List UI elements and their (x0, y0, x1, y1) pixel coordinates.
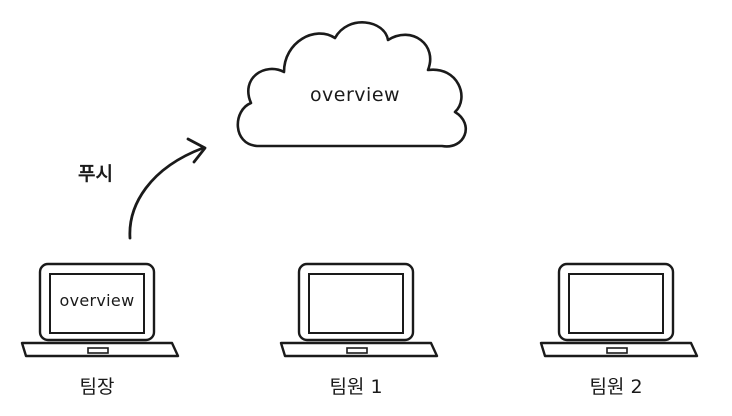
laptop-member-1 (279, 262, 439, 358)
cloud-label: overview (309, 84, 401, 106)
laptop-caption-team-lead: 팀장 (79, 376, 115, 398)
laptop-caption-member-2: 팀원 2 (589, 376, 643, 398)
cloud-shape (236, 21, 467, 148)
laptop-member-2 (539, 262, 699, 358)
push-arrow-label: 푸시 (78, 163, 113, 185)
push-arrow (128, 137, 207, 240)
laptop-team-lead (20, 262, 180, 358)
laptop-caption-member-1: 팀원 1 (329, 376, 383, 398)
laptop-screen-label: overview (59, 291, 135, 310)
